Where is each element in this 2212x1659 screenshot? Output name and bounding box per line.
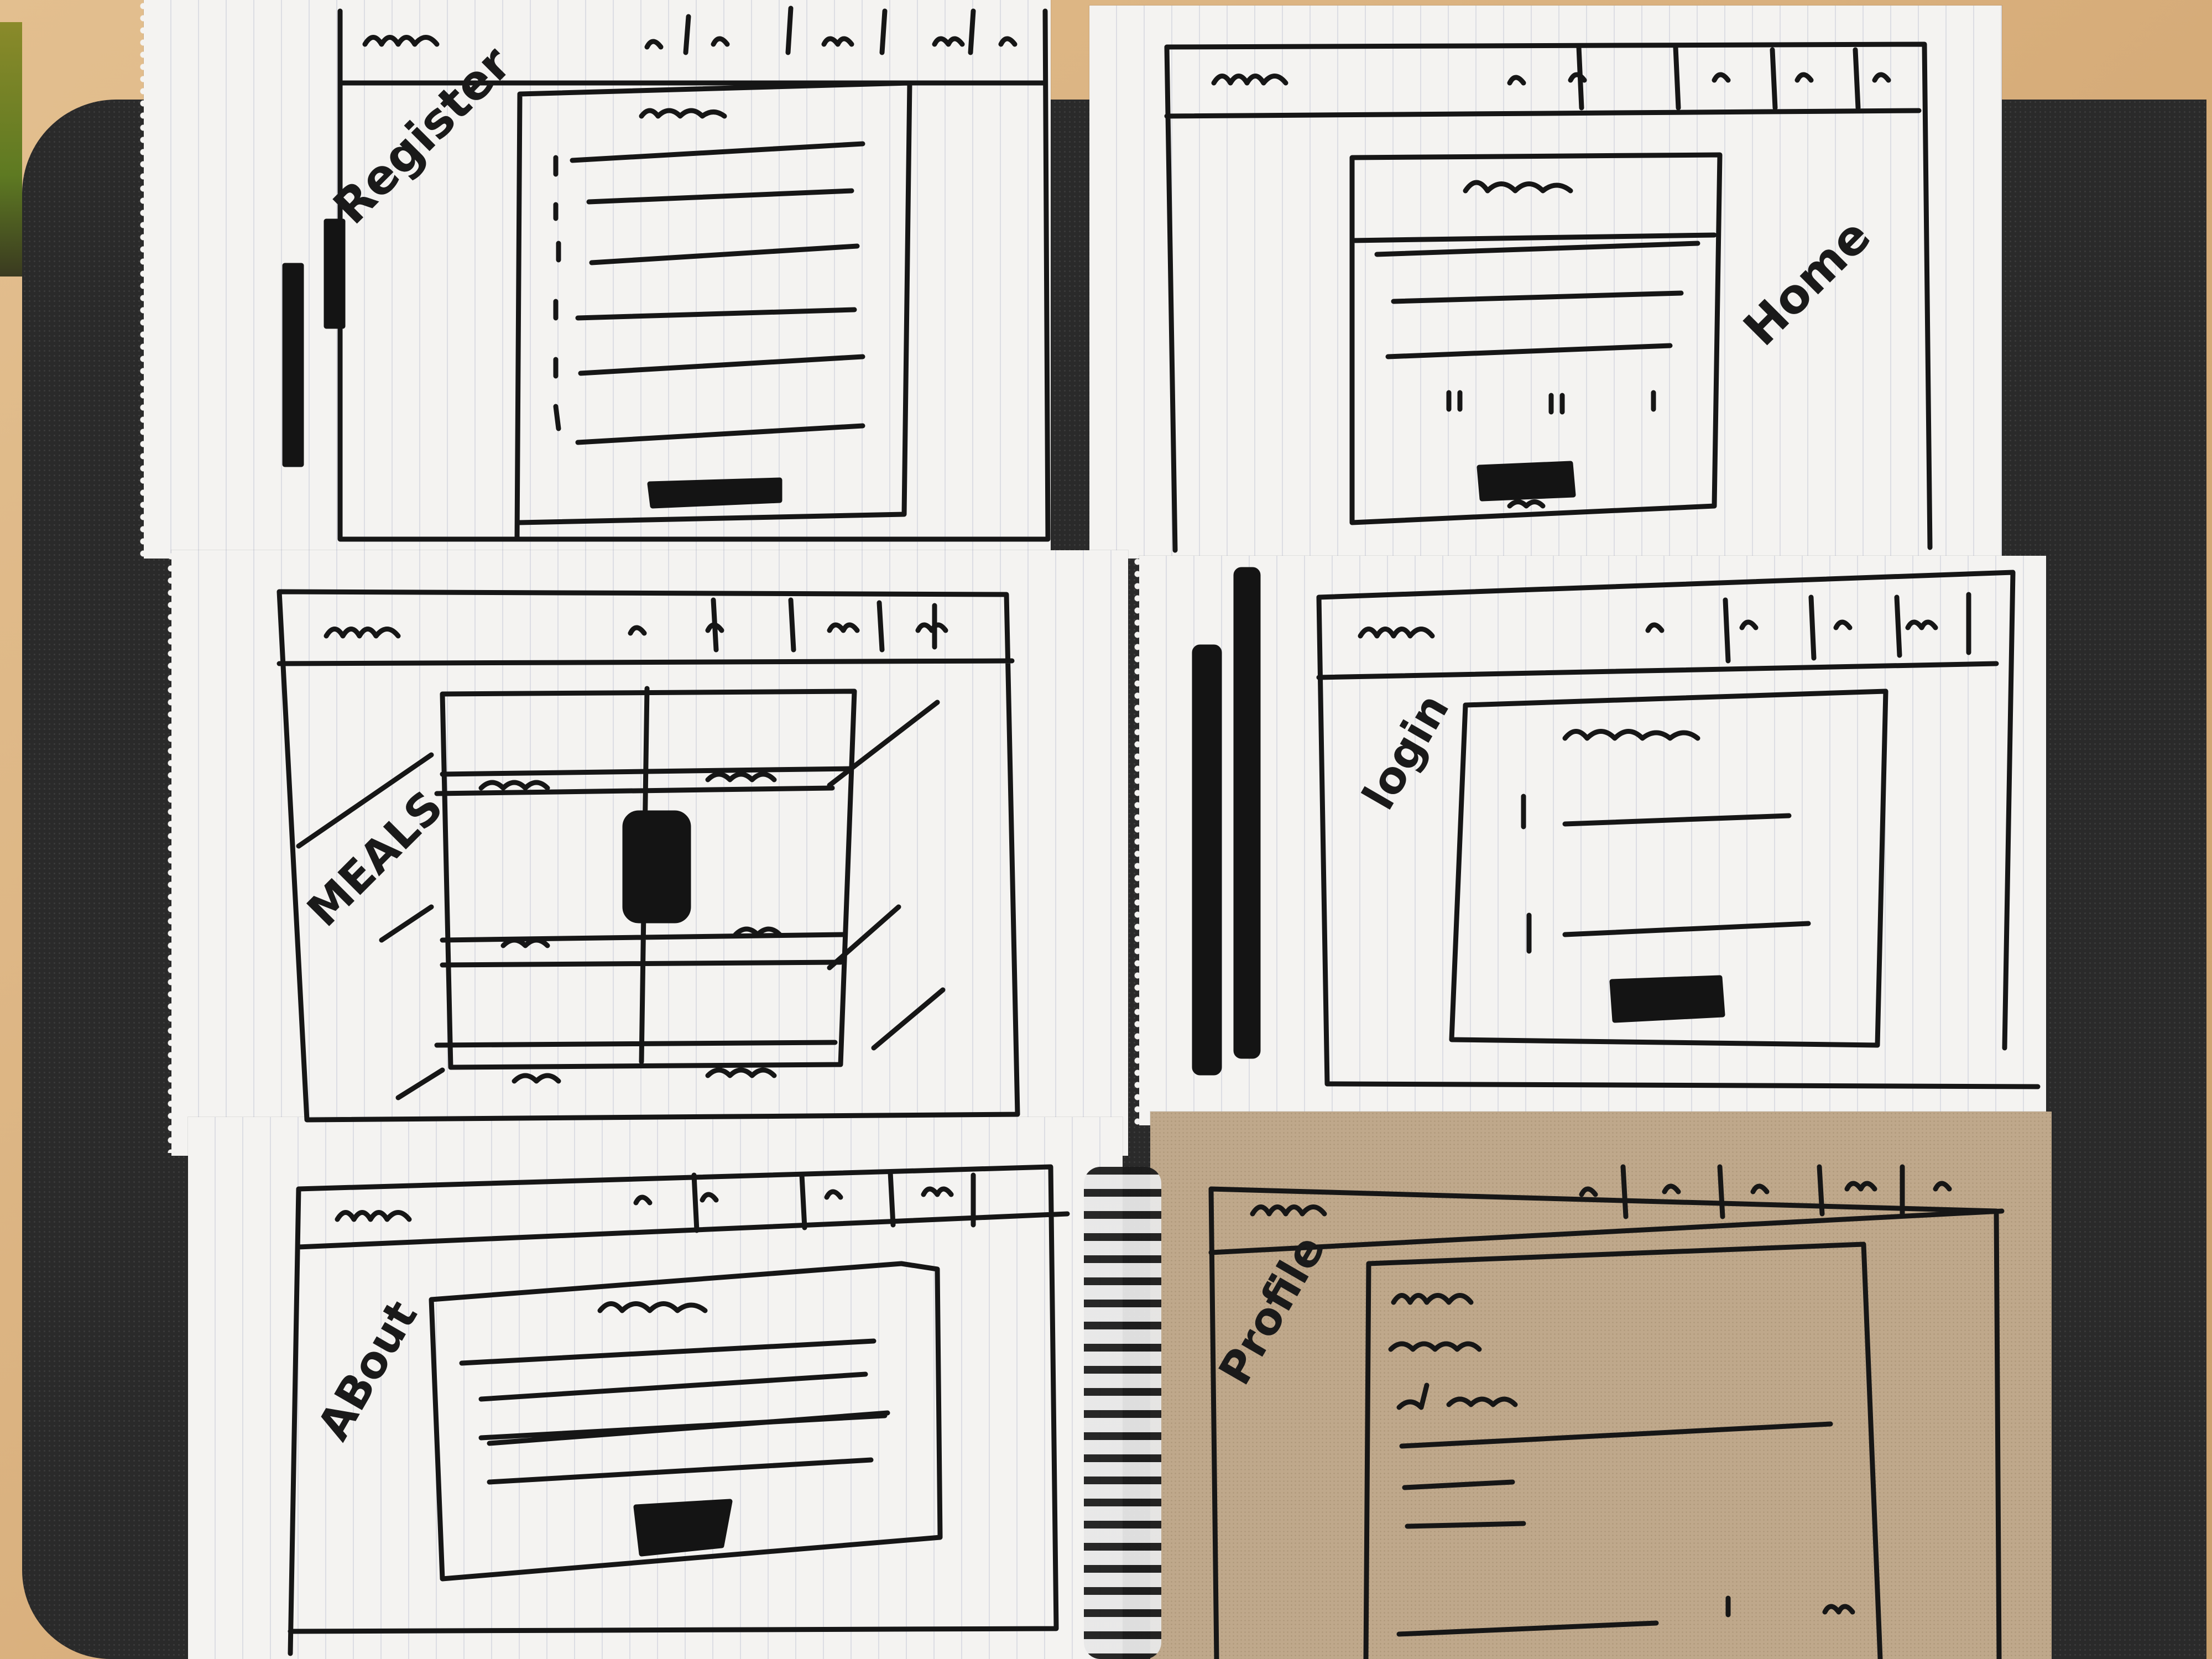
login-fields (1562, 813, 1811, 937)
label-about: ABout (307, 1292, 427, 1449)
side-scribble (282, 263, 304, 467)
wireframe-login: login (1192, 567, 2041, 1089)
wireframe-register: Register (282, 6, 1051, 542)
browser-frame (276, 589, 1020, 1123)
logo-scribble (1250, 1204, 1327, 1217)
sheet-about (188, 1117, 1123, 1659)
logo-scribble (1211, 74, 1288, 86)
register-button (647, 477, 782, 509)
form-fields (570, 141, 865, 445)
sheet-perforation (167, 550, 175, 1153)
sheet-perforation (139, 0, 147, 559)
about-button (633, 1499, 733, 1557)
label-register: Register (323, 36, 522, 235)
login-form-box (1449, 688, 1888, 1048)
profile-details (1388, 1341, 1518, 1410)
form-box (514, 80, 912, 542)
card-icons (1446, 390, 1656, 415)
profile-panel (1363, 1241, 1883, 1659)
profile-name (1391, 1293, 1474, 1305)
card-title (1463, 180, 1573, 194)
label-login: login (1353, 685, 1459, 818)
form-title (639, 108, 727, 119)
plant-leaves (0, 22, 22, 276)
meal-image-scribble (622, 810, 691, 924)
profile-lines (1396, 1421, 1833, 1637)
field-markers (1521, 794, 1532, 954)
nav-links (1507, 72, 1891, 86)
profile-icons (1725, 1595, 1855, 1618)
card-text-lines (459, 1338, 890, 1485)
logo-scribble (324, 627, 401, 639)
home-button (1477, 461, 1576, 502)
nav-links (644, 36, 1018, 50)
browser-frame (1208, 1186, 2005, 1659)
label-home: Home (1733, 208, 1881, 357)
spiral-binding (1084, 1167, 1161, 1659)
browser-frame (1164, 41, 1933, 553)
wireframe-profile: Profile (1208, 1164, 2005, 1659)
meal-grid (440, 688, 857, 1070)
content-card (1349, 152, 1723, 525)
meal-captions (478, 771, 782, 1084)
sheet-profile (1150, 1112, 2052, 1659)
hatch-lines (296, 700, 946, 1100)
nav-links (1579, 1181, 1952, 1197)
form-title (1562, 729, 1700, 741)
sheet-perforation (1134, 556, 1141, 1125)
about-card (429, 1261, 943, 1582)
card-text-lines (1374, 241, 1700, 359)
login-button (1609, 975, 1725, 1023)
wireframe-home: Home (1164, 41, 1933, 553)
field-markers (553, 155, 561, 431)
wireframe-meals: MEALS (276, 589, 1020, 1123)
nav-links (633, 1186, 954, 1206)
nav-links (1645, 619, 1938, 633)
nav-links (628, 622, 948, 636)
logo-scribble (1358, 627, 1435, 639)
wireframe-about: ABout (288, 1164, 1070, 1656)
logo-scribble (362, 35, 440, 47)
card-title (597, 1301, 708, 1313)
side-scribble (1192, 644, 1222, 1076)
label-meals: MEALS (298, 781, 453, 936)
sheet-login (1139, 556, 2046, 1125)
logo-scribble (335, 1210, 412, 1222)
browser-frame (1316, 570, 2041, 1089)
sheet-meals (171, 550, 1128, 1156)
browser-frame (288, 1164, 1070, 1656)
